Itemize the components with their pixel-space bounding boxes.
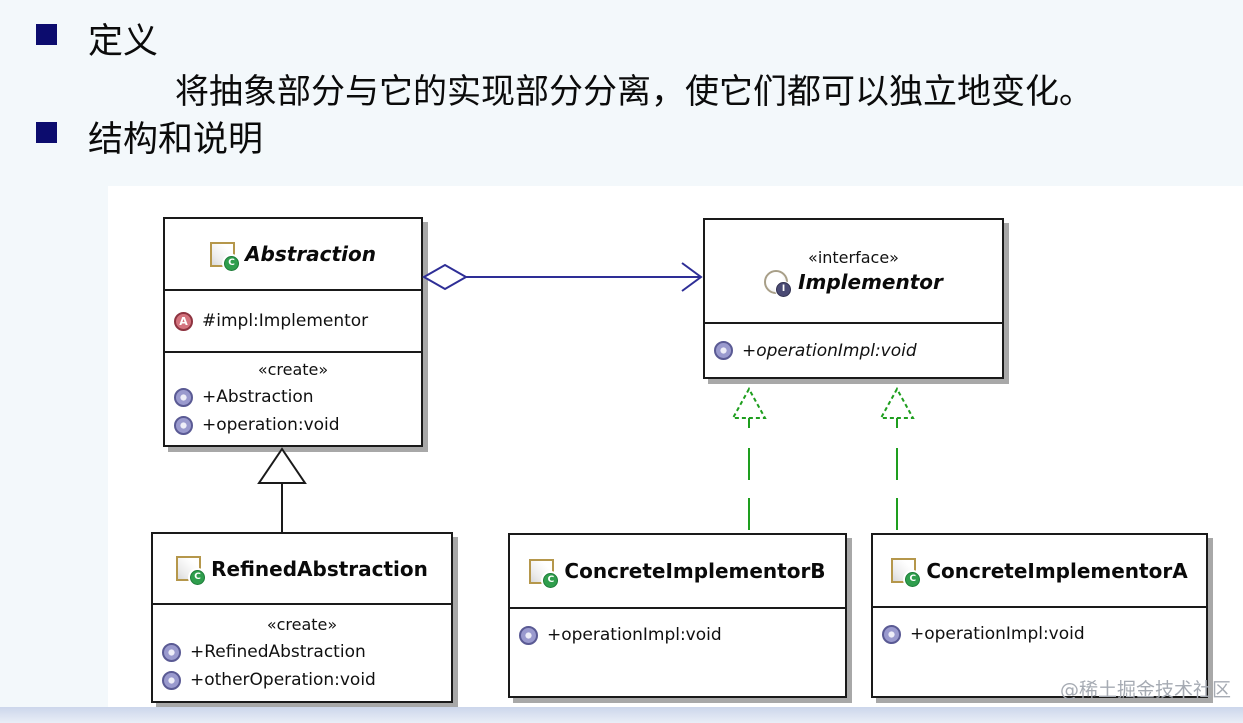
- class-name: RefinedAbstraction: [211, 556, 428, 581]
- class-box-concrete-implementor-b: C ConcreteImplementorB +operationImpl:vo…: [508, 533, 847, 698]
- class-name: Implementor: [798, 270, 943, 294]
- heading-definition: 定义: [88, 22, 159, 62]
- class-box-refined-abstraction: C RefinedAbstraction «create» +RefinedAb…: [151, 532, 453, 703]
- operation-row: +operationImpl:void: [510, 621, 845, 649]
- class-box-abstraction: C Abstraction A #impl:Implementor «creat…: [163, 217, 423, 447]
- attribute-text: #impl:Implementor: [202, 311, 369, 331]
- operation-row: +operation:void: [165, 411, 421, 439]
- interface-stereotype: «interface»: [808, 248, 899, 267]
- class-icon: C: [176, 556, 206, 585]
- create-stereotype: «create»: [266, 615, 338, 634]
- operation-text: +operationImpl:void: [547, 625, 722, 645]
- class-name: ConcreteImplementorA: [926, 558, 1188, 583]
- heading-structure: 结构和说明: [88, 120, 264, 160]
- operation-icon: [174, 387, 193, 407]
- operation-text: +otherOperation:void: [190, 670, 376, 690]
- bullet-square: [36, 24, 57, 45]
- interface-badge: I: [776, 282, 792, 297]
- class-icon: C: [891, 558, 921, 587]
- operation-icon: [162, 670, 181, 690]
- operation-row: +otherOperation:void: [153, 666, 451, 694]
- interface-box-implementor: «interface» I Implementor +operationImpl…: [703, 218, 1004, 379]
- operation-text: +operationImpl:void: [910, 624, 1085, 644]
- operation-row: +operationImpl:void: [873, 620, 1206, 648]
- watermark: @稀土掘金技术社区: [1060, 679, 1232, 701]
- class-header: C ConcreteImplementorA: [873, 535, 1206, 606]
- class-icon: C: [210, 241, 240, 271]
- attribute-badge: A: [179, 314, 188, 328]
- operation-icon: [519, 625, 538, 645]
- class-name: Abstraction: [245, 242, 376, 266]
- operation-text: +operation:void: [202, 415, 340, 435]
- operation-icon: [162, 642, 181, 662]
- operation-text: +Abstraction: [202, 387, 314, 407]
- attributes-compartment: A #impl:Implementor: [165, 289, 421, 351]
- operation-text: +operationImpl:void: [742, 340, 917, 361]
- operations-compartment: +operationImpl:void: [705, 322, 1002, 377]
- bullet-square: [36, 122, 57, 143]
- operation-icon: [714, 341, 733, 360]
- class-name: ConcreteImplementorB: [564, 559, 826, 583]
- class-badge: C: [543, 572, 559, 588]
- class-header: C Abstraction: [165, 219, 421, 289]
- operations-compartment: «create» +Abstraction +operation:void: [165, 351, 421, 445]
- interface-icon: I: [764, 270, 792, 297]
- operation-text: +RefinedAbstraction: [190, 642, 366, 662]
- operation-icon: [174, 415, 193, 435]
- operation-row: +Abstraction: [165, 383, 421, 411]
- attribute-row: A #impl:Implementor: [165, 307, 368, 335]
- attribute-icon: A: [174, 311, 193, 331]
- operations-compartment: +operationImpl:void: [873, 606, 1206, 696]
- operations-compartment: +operationImpl:void: [510, 607, 845, 696]
- class-header: «interface» I Implementor: [705, 220, 1002, 322]
- class-badge: C: [224, 255, 240, 271]
- definition-text: 将抽象部分与它的实现部分分离，使它们都可以独立地变化。: [175, 72, 1093, 112]
- operation-row: +RefinedAbstraction: [153, 638, 451, 666]
- bottom-strip: [0, 707, 1243, 723]
- operation-icon: [882, 624, 901, 644]
- class-badge: C: [190, 570, 206, 585]
- operations-compartment: «create» +RefinedAbstraction +otherOpera…: [153, 603, 451, 701]
- class-box-concrete-implementor-a: C ConcreteImplementorA +operationImpl:vo…: [871, 533, 1208, 698]
- class-header: C RefinedAbstraction: [153, 534, 451, 603]
- class-icon: C: [529, 558, 559, 588]
- operation-row: +operationImpl:void: [705, 337, 917, 365]
- class-header: C ConcreteImplementorB: [510, 535, 845, 607]
- class-badge: C: [905, 572, 921, 587]
- create-stereotype: «create»: [257, 360, 329, 379]
